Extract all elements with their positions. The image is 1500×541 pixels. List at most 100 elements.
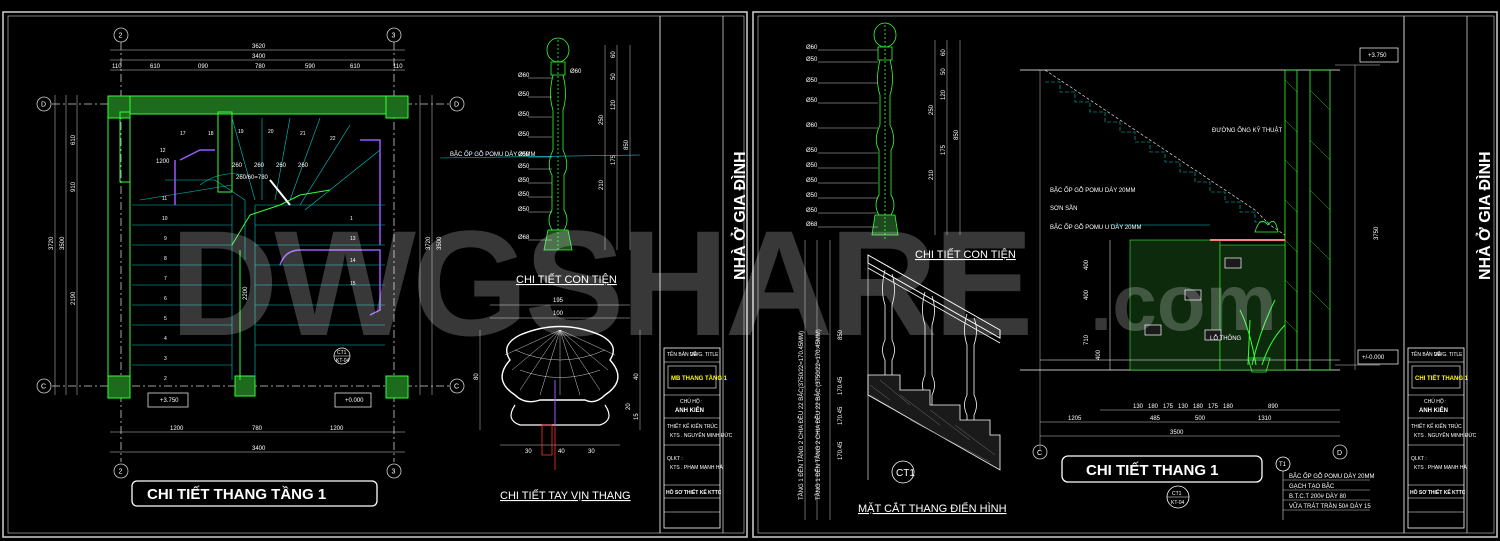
svg-text:11: 11 bbox=[162, 196, 167, 202]
handrail-dim-6: 20 bbox=[626, 403, 632, 410]
elev-dim-b6: 175 bbox=[1208, 404, 1219, 410]
elev-dim-left-1: 400 bbox=[1084, 259, 1090, 270]
svg-text:15: 15 bbox=[350, 281, 356, 287]
grid-label-top-right: 3 bbox=[392, 33, 396, 40]
rbal-dim-11: Ø68 bbox=[806, 222, 818, 228]
bal-h-1: 60 bbox=[611, 51, 617, 58]
elev-dim-left-3: 710 bbox=[1084, 334, 1090, 345]
section-tag-t1: CT1 bbox=[896, 468, 915, 479]
rbal-dim-9: Ø50 bbox=[806, 193, 818, 199]
level-mark-1: +3.750 bbox=[160, 398, 179, 404]
bal-h-5: 250 bbox=[599, 114, 605, 125]
plan-dim-bottom-3: 1200 bbox=[330, 426, 344, 432]
right-sheet-frame bbox=[752, 11, 1498, 538]
bal-dim-7: Ø50 bbox=[518, 178, 530, 184]
plan-handrail bbox=[174, 139, 381, 316]
plan-inner-dim-6: 260/60=780 bbox=[236, 175, 269, 181]
bal-dim-1: Ø60 bbox=[518, 73, 530, 79]
elev-dim-b3: 175 bbox=[1163, 404, 1174, 410]
note-pomu: BẬC ỐP GỖ POMU DÀY 20MM bbox=[1050, 187, 1135, 194]
plan-dim-left-1: 3720 bbox=[49, 236, 55, 250]
plan-treads bbox=[132, 117, 385, 380]
stair-section: CT1 bbox=[867, 254, 1001, 484]
handrail-dim-4: 40 bbox=[634, 373, 640, 380]
elev-dim-b1: 130 bbox=[1133, 404, 1144, 410]
plan-dim-left-2: 3500 bbox=[60, 236, 66, 250]
plan-dim-top-9: 110 bbox=[393, 64, 403, 70]
legend-tag: T1 bbox=[1279, 462, 1287, 468]
handrail-dim-9: 30 bbox=[588, 449, 595, 455]
tb-l-owner: ANH KIÊN bbox=[675, 406, 704, 414]
plan-dim-top-6: 780 bbox=[255, 64, 266, 70]
elev-dim-b2: 180 bbox=[1148, 404, 1159, 410]
plan-inner-dim-5: 260 bbox=[298, 163, 309, 169]
bal-dim-8: Ø50 bbox=[518, 192, 530, 198]
rbal-dim-1: Ø60 bbox=[806, 45, 818, 51]
svg-text:17: 17 bbox=[180, 131, 186, 137]
elev-dim-b8: 890 bbox=[1268, 404, 1279, 410]
bal-dim-4: Ø50 bbox=[518, 132, 530, 138]
bal-dim-6: Ø50 bbox=[518, 164, 530, 170]
svg-text:19: 19 bbox=[238, 129, 244, 135]
tb-r-manager: KTS . PHẠM MẠNH HÀ bbox=[1414, 464, 1467, 471]
rbal-dim-3: Ø50 bbox=[806, 78, 818, 84]
right-section-tag: CT1 bbox=[1172, 491, 1182, 497]
level-mark-box-1 bbox=[147, 392, 189, 408]
bal-h-3: 120 bbox=[611, 99, 617, 110]
plan-inner-dim-4: 260 bbox=[276, 163, 287, 169]
plan-dim-left-3: 610 bbox=[71, 134, 77, 145]
plan-dim-top-2: 3400 bbox=[252, 54, 266, 60]
right-title-box bbox=[1061, 455, 1263, 483]
plan-inner-dim-3: 260 bbox=[254, 163, 265, 169]
plan-walls bbox=[107, 95, 409, 399]
plan-dim-top-5: 090 bbox=[198, 64, 209, 70]
rise-dim-2: 170.45 bbox=[838, 406, 844, 425]
rbal-h-2: 50 bbox=[941, 68, 947, 75]
note-pomu-u: BẬC ỐP GỖ POMU U DÀY 20MM bbox=[1050, 224, 1141, 231]
tb-l-design-label: THIẾT KẾ KIẾN TRÚC : bbox=[667, 423, 720, 430]
legend-2: GẠCH TẠO BẬC bbox=[1289, 483, 1335, 490]
bal-dim-2: Ø50 bbox=[518, 92, 530, 98]
bal-dim-9: Ø50 bbox=[518, 207, 530, 213]
svg-text:20: 20 bbox=[268, 129, 274, 135]
svg-text:12: 12 bbox=[160, 148, 166, 154]
grid-label-bottom-right: 3 bbox=[392, 469, 396, 476]
watermark-text: DWGSHARE bbox=[170, 199, 1030, 367]
rbal-dim-6: Ø50 bbox=[806, 148, 818, 154]
note-technical-duct: ĐƯỜNG ỐNG KỸ THUẬT bbox=[1212, 127, 1282, 134]
rbal-h-7: 210 bbox=[929, 169, 935, 180]
elev-dim-right: 3750 bbox=[1374, 226, 1380, 240]
svg-text:8: 8 bbox=[164, 256, 167, 262]
tb-r-designer: KTS . NGUYỄN MINH ĐỨC bbox=[1414, 432, 1477, 439]
baluster-left bbox=[543, 37, 573, 251]
handrail-dim-2: 100 bbox=[553, 311, 564, 317]
grid-label-bottom-left: 2 bbox=[119, 469, 123, 476]
vertical-note-1: TẦNG 1 ĐẾN TẦNG 2 CHIA ĐỀU 22 BẬC(3750/2… bbox=[798, 331, 805, 500]
tb-r-owner-label: CHỦ HỘ : bbox=[1424, 398, 1447, 405]
right-project-name: NHÀ Ở GIA ĐÌNH bbox=[1475, 151, 1494, 280]
grid-label-right-bottom: C bbox=[454, 384, 459, 391]
left-handrail-title: CHI TIẾT TAY VỊN THANG bbox=[500, 489, 631, 502]
tb-r-design-label: THIẾT KẾ KIẾN TRÚC : bbox=[1411, 423, 1464, 430]
tb-r-owner: ANH KIÊN bbox=[1419, 406, 1448, 414]
rbal-dim-5: Ø60 bbox=[806, 123, 818, 129]
elev-dim-b4: 130 bbox=[1178, 404, 1189, 410]
elev-dim-b7: 180 bbox=[1223, 404, 1234, 410]
svg-text:5: 5 bbox=[164, 316, 167, 322]
svg-text:21: 21 bbox=[300, 131, 306, 137]
right-title-block: TÊN BẢN VẼ DWG. TITLE CHI TIẾT THANG 1 C… bbox=[1407, 347, 1477, 529]
plan-dim-left-5: 2190 bbox=[71, 291, 77, 305]
rbal-dim-2: Ø50 bbox=[806, 57, 818, 63]
bal-dim-5: Ø50 bbox=[518, 152, 530, 158]
elev-dim-b13: 3500 bbox=[1170, 430, 1184, 436]
left-note-veneer: BẬC ỐP GỖ POMU DÀY 20MM bbox=[450, 151, 535, 158]
rbal-dim-10: Ø50 bbox=[806, 208, 818, 214]
elev-dim-left-2: 400 bbox=[1084, 289, 1090, 300]
elev-level-top: +3.750 bbox=[1368, 53, 1387, 59]
tb-l-designer: KTS . NGUYỄN MINH ĐỨC bbox=[670, 432, 733, 439]
rbal-h-1: 60 bbox=[941, 49, 947, 56]
plan-dim-bottom-1: 1200 bbox=[170, 426, 184, 432]
rbal-h-5: 250 bbox=[929, 104, 935, 115]
rbal-dim-4: Ø50 bbox=[806, 98, 818, 104]
